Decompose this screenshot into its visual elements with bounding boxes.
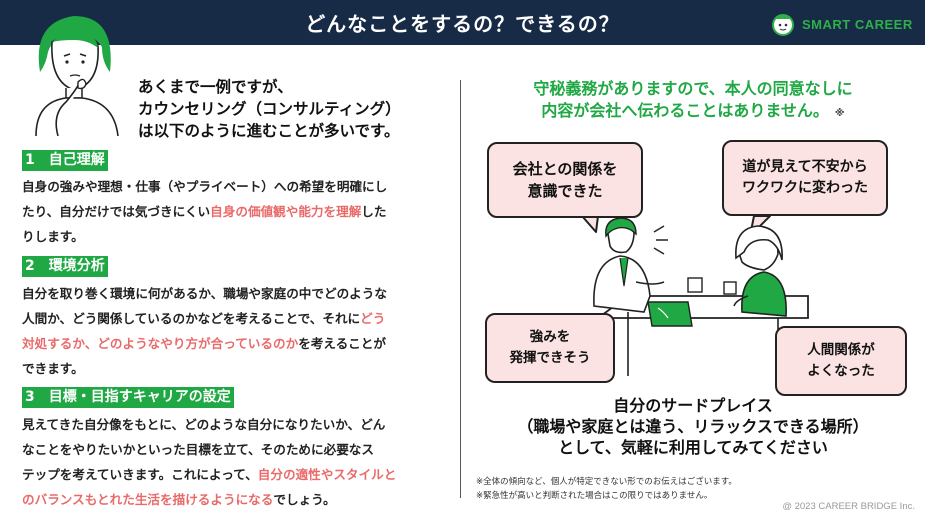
intro-line: あくまで一例ですが、 bbox=[138, 78, 293, 96]
highlight-text: 自分の適性やスタイルと bbox=[257, 467, 397, 482]
body-line: 自身の強みや理想・仕事（やプライベート）への希望を明確にし bbox=[22, 179, 388, 194]
speech-bubble-anxiety-to-excitement: 道が見えて不安からワクワクに変わった bbox=[722, 140, 888, 216]
header-bar: どんなことをするの？できるの？ SMART CAREER bbox=[0, 0, 925, 45]
footnote-mark: ※ bbox=[834, 108, 845, 119]
logo: SMART CAREER bbox=[770, 10, 913, 38]
intro-line: カウンセリング（コンサルティング） bbox=[138, 100, 401, 118]
place-line: （職場や家庭とは違う、リラックスできる場所） bbox=[517, 417, 869, 436]
section-body-goal-setting: 見えてきた自分像をもとに、どのような自分になりたいか、どん なことをやりたいかと… bbox=[22, 412, 450, 512]
body-line: できます。 bbox=[22, 361, 84, 376]
speech-bubble-relationships-improved: 人間関係がよくなった bbox=[775, 326, 907, 396]
place-line: として、気軽に利用してみてください bbox=[558, 438, 828, 457]
footnote-1: ※全体の傾向など、個人が特定できない形でのお伝えはございます。 bbox=[476, 477, 737, 487]
intro-line: は以下のように進むことが多いです。 bbox=[138, 122, 400, 140]
body-line: なことをやりたいかといった目標を立て、そのために必要なス bbox=[22, 442, 374, 457]
highlight-text: 自身の価値観や能力を理解 bbox=[210, 204, 362, 219]
third-place-text: 自分のサードプレイス （職場や家庭とは違う、リラックスできる場所） として、気軽… bbox=[478, 395, 908, 458]
body-line: のバランスもとれた生活を描けるようになるでしょう。 bbox=[22, 492, 336, 507]
body-line: テップを考えていきます。これによって、自分の適性やスタイルと bbox=[22, 467, 397, 482]
body-line: 人間か、どう関係しているのかなどを考えることで、それにどう bbox=[22, 311, 386, 326]
confidentiality-notice: 守秘義務がありますので、本人の同意なしに 内容が会社へ伝わることはありません。※ bbox=[478, 78, 908, 125]
thinking-person-illustration bbox=[35, 16, 119, 136]
highlight-text: 対処するか、どのようなやり方が合っているのか bbox=[22, 336, 299, 351]
place-line: 自分のサードプレイス bbox=[613, 396, 773, 415]
intro-text: あくまで一例ですが、 カウンセリング（コンサルティング） は以下のように進むこと… bbox=[138, 76, 448, 142]
speech-bubble-company-relationship: 会社との関係を意識できた bbox=[487, 142, 643, 218]
speech-bubble-use-strengths: 強みを発揮できそう bbox=[485, 313, 615, 383]
body-line: 見えてきた自分像をもとに、どのような自分になりたいか、どん bbox=[22, 417, 386, 432]
section-body-self-understanding: 自身の強みや理想・仕事（やプライベート）への希望を明確にし たり、自分だけでは気… bbox=[22, 174, 450, 249]
section-heading-self-understanding: 1 自己理解 bbox=[22, 150, 108, 171]
body-line: 自分を取り巻く環境に何があるか、職場や家庭の中でどのような bbox=[22, 286, 387, 301]
logo-text: SMART CAREER bbox=[802, 16, 913, 32]
notice-line: 内容が会社へ伝わることはありません。※ bbox=[541, 101, 845, 120]
highlight-text: のバランスもとれた生活を描けるようになる bbox=[22, 492, 274, 507]
footnote-2: ※緊急性が高いと判断された場合はこの限りではありません。 bbox=[476, 491, 713, 501]
section-heading-goal-setting: 3 目標・目指すキャリアの設定 bbox=[22, 387, 234, 408]
copyright: @ 2023 CAREER BRIDGE Inc. bbox=[782, 501, 915, 512]
notice-line: 守秘義務がありますので、本人の同意なしに bbox=[533, 79, 853, 98]
body-line: 対処するか、どのようなやり方が合っているのかを考えることが bbox=[22, 336, 386, 351]
section-heading-environment-analysis: 2 環境分析 bbox=[22, 256, 108, 277]
highlight-text: どう bbox=[360, 311, 386, 326]
column-divider bbox=[460, 80, 461, 498]
page-title: どんなことをするの？できるの？ bbox=[305, 12, 620, 36]
body-line: たり、自分だけでは気づきにくい自身の価値観や能力を理解した bbox=[22, 204, 387, 219]
counseling-scene-illustration bbox=[581, 215, 809, 376]
body-line: りします。 bbox=[22, 229, 84, 244]
logo-mark-icon bbox=[772, 14, 794, 36]
section-body-environment-analysis: 自分を取り巻く環境に何があるか、職場や家庭の中でどのような 人間か、どう関係して… bbox=[22, 281, 450, 381]
